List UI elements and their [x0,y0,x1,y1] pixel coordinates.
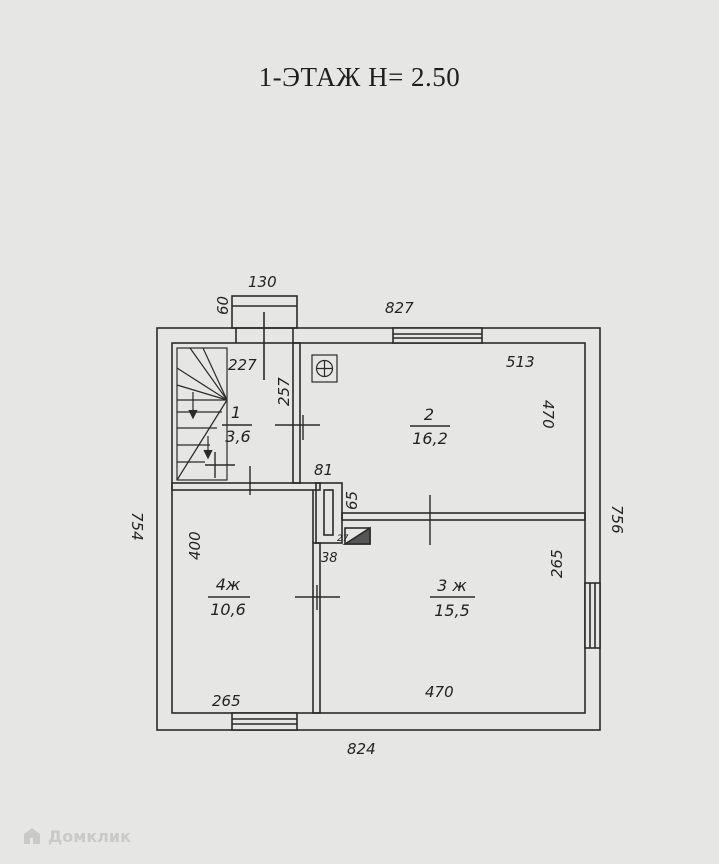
dim-room4-length: 400 [186,531,204,560]
room-2-number: 2 [424,405,434,424]
room-3-number: 3 ж [437,576,467,595]
dim-porch-depth: 60 [214,296,232,315]
window-bottom [231,712,298,731]
dim-left-total: 754 [128,512,146,541]
watermark: Домклик [22,826,131,846]
dim-room1-width: 227 [228,356,257,374]
dim-right-total: 756 [608,505,626,534]
dim-chimney-width: 81 [314,461,333,479]
dim-room3-width: 470 [425,683,454,701]
inner-wall [171,342,586,714]
dim-chimney-length: 65 [343,491,361,510]
room-2-area: 16,2 [412,429,448,448]
gas-meter-icon [342,526,371,545]
dim-chimney-gap: 38 [321,551,338,566]
room-1-number: 1 [231,403,241,422]
house-logo-icon [24,828,40,844]
dim-top-total: 827 [385,299,414,317]
dim-room2-length: 470 [539,400,557,429]
dim-boiler-mark: 27 [337,534,349,544]
dim-room1-length: 257 [275,377,293,406]
dim-room2-width: 513 [506,353,535,371]
boiler-icon [311,354,338,383]
staircase [176,347,228,481]
room-4-number: 4ж [216,575,241,594]
dim-room3-length: 265 [548,549,566,578]
floor-title: 1-ЭТАЖ H= 2.50 [258,62,461,92]
dim-porch-width: 130 [248,273,277,291]
watermark-text: Домклик [48,826,131,846]
room-3-area: 15,5 [434,601,470,620]
dim-bottom-total: 824 [347,740,376,758]
window-right [584,582,601,649]
room-4-area: 10,6 [210,600,246,619]
window-top [392,327,483,344]
room-1-area: 3,6 [225,427,250,446]
outer-wall [156,327,601,731]
dim-room4-width: 265 [212,692,241,710]
